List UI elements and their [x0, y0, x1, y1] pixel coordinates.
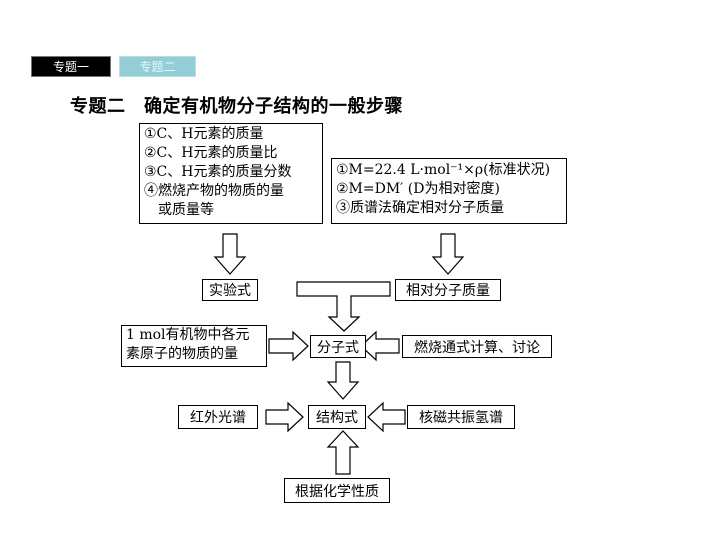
atom-moles-box: 1 mol有机物中各元 素原子的物质的量 — [121, 325, 267, 367]
page-title: 专题二 确定有机物分子结构的一般步骤 — [70, 96, 403, 117]
mass-method-line: ①M=22.4 L·mol⁻¹×ρ(标准状况) — [336, 162, 551, 178]
mass-methods-box: ①M=22.4 L·mol⁻¹×ρ(标准状况) ②M=DM′ (D为相对密度) … — [331, 158, 567, 224]
atom-moles-line: 1 mol有机物中各元 — [126, 327, 250, 343]
nmr-spectrum-box: 核磁共振氢谱 — [407, 405, 515, 429]
mass-method-line: ③质谱法确定相对分子质量 — [336, 200, 504, 216]
arrow-down-to-relative-mass — [431, 233, 465, 275]
arrow-down-to-structural — [326, 361, 360, 400]
combustion-formula-box: 燃烧通式计算、讨论 — [402, 335, 552, 358]
elements-info-line: ②C、H元素的质量比 — [144, 145, 278, 161]
arrow-down-to-empirical — [213, 233, 247, 275]
arrow-up-to-structural — [326, 430, 360, 475]
empirical-formula-box: 实验式 — [202, 279, 258, 301]
molecular-formula-box: 分子式 — [310, 335, 366, 358]
elements-info-line: ④燃烧产物的物质的量 — [144, 183, 284, 199]
arrow-left-to-molecular — [360, 330, 400, 362]
elements-info-line: ③C、H元素的质量分数 — [144, 164, 292, 180]
tab-topic-one[interactable]: 专题一 — [31, 56, 111, 77]
arrow-right-to-molecular — [268, 330, 309, 362]
tab-topic-two[interactable]: 专题二 — [119, 56, 196, 77]
arrow-combine-to-molecular — [296, 281, 391, 332]
structural-formula-box: 结构式 — [308, 405, 366, 429]
atom-moles-line: 素原子的物质的量 — [126, 346, 238, 362]
arrow-left-to-structural — [367, 401, 406, 433]
mass-method-line: ②M=DM′ (D为相对密度) — [336, 181, 500, 197]
chemical-properties-box: 根据化学性质 — [284, 478, 390, 503]
elements-info-line: ①C、H元素的质量 — [144, 126, 264, 142]
arrow-right-to-structural — [265, 401, 304, 433]
relative-molecular-mass-box: 相对分子质量 — [395, 279, 501, 301]
elements-info-box: ①C、H元素的质量 ②C、H元素的质量比 ③C、H元素的质量分数 ④燃烧产物的物… — [139, 123, 323, 224]
elements-info-line: 或质量等 — [144, 202, 214, 218]
ir-spectrum-box: 红外光谱 — [178, 405, 258, 429]
